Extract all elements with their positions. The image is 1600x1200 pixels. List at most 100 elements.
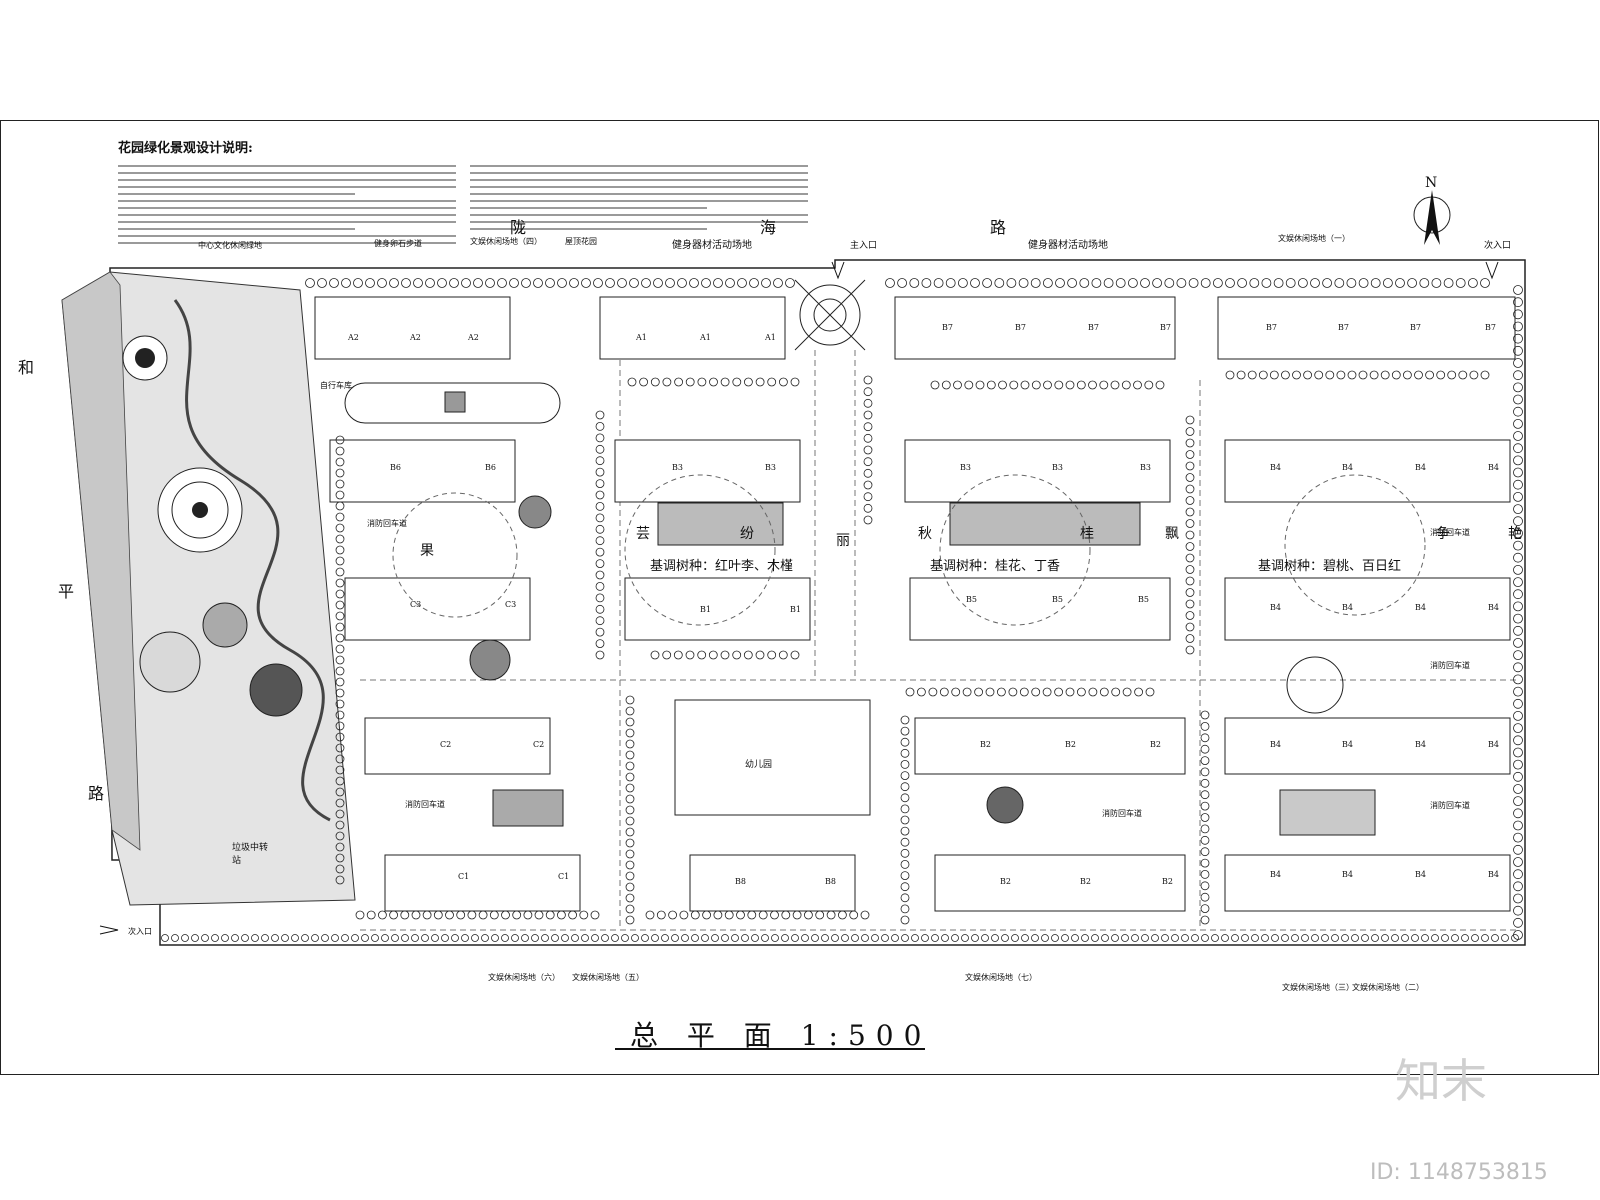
building-label-b4-2: B4 [1342,463,1353,472]
tree [335,655,345,665]
tree [625,838,635,848]
tree [1458,370,1468,380]
tree [389,278,399,288]
tree [1491,934,1499,942]
tree [461,934,469,942]
building-label-b4-8: B4 [1488,603,1499,612]
tree [593,278,603,288]
block-b3-east [904,439,1171,503]
tree [251,934,259,942]
tree [1247,370,1257,380]
tree [781,910,791,920]
tree [1513,479,1523,490]
tree [1200,824,1210,834]
tree [335,523,345,533]
courtyard-paving-east [949,502,1141,546]
tree [1031,687,1041,697]
tree [1185,450,1195,459]
tree [900,860,910,869]
tree [1077,687,1086,697]
tree [1185,611,1195,620]
tree [1421,934,1429,942]
tree [905,687,915,697]
tree [985,687,995,697]
building-label-b7-4: B7 [1160,323,1171,332]
tree [335,468,345,478]
tree [863,468,873,478]
central-plaza-inner [171,481,229,539]
tree [991,934,999,942]
tree [900,782,910,792]
tree [1411,934,1419,942]
building-label-b4-11: B4 [1415,740,1426,749]
tree [335,875,345,885]
tree [473,278,483,288]
building-label-a2-3: A2 [468,333,479,342]
tree [792,910,802,920]
tree [311,934,319,942]
tree [1513,893,1523,904]
tree [951,687,961,697]
building-label-b4-5: B4 [1270,603,1281,612]
tree [900,837,910,847]
tree [891,934,899,942]
tree [1200,813,1210,822]
tree [1185,415,1195,425]
tree [1431,278,1442,288]
tree [921,278,932,288]
tree [662,377,672,387]
tree [691,934,699,942]
building-label-b4-4: B4 [1488,463,1499,472]
tree [291,934,299,942]
tree [1469,370,1479,380]
tree [863,433,873,443]
tree-theme-far-east: 基调树种：碧桃、百日红 [1258,559,1402,574]
tree [1155,380,1165,390]
tree [863,492,873,502]
tree [1285,278,1296,288]
building-label-b4-14: B4 [1342,870,1353,879]
tree [1331,934,1339,942]
tree [986,380,996,390]
courtyard-paving-west [657,502,784,546]
activity-circles [392,474,1426,626]
tree [377,910,387,920]
tree [335,864,345,874]
tree [595,456,605,466]
tree [1200,278,1211,288]
building-label-b2-2: B2 [1065,740,1076,749]
tree [425,278,435,288]
tree [1461,934,1469,942]
tree [1185,438,1195,448]
tree [581,278,591,288]
tree [863,515,873,525]
tree [1447,370,1457,380]
tree [974,687,983,697]
tree [481,934,489,942]
tree [821,934,829,942]
tree [625,717,635,727]
tree [1513,358,1523,368]
tree [551,934,559,942]
tree [1513,370,1523,381]
tree [1176,278,1187,288]
tree [1513,771,1523,782]
garden-char-7: 飘 [1165,526,1179,542]
tree [771,934,779,942]
tree [1425,370,1434,380]
tree [545,278,555,288]
tree [863,375,873,385]
building-label-b2-4: B2 [1000,877,1011,886]
building-label-b8-1: B8 [735,877,746,886]
tree [941,934,949,942]
tree [1281,370,1290,380]
tree [335,556,345,566]
tree [1188,278,1199,288]
tree [711,934,719,942]
tree [639,377,648,387]
tree [489,910,499,920]
tree [1383,278,1393,288]
tree [191,934,199,942]
tree [1185,599,1195,609]
tree [1407,278,1417,288]
